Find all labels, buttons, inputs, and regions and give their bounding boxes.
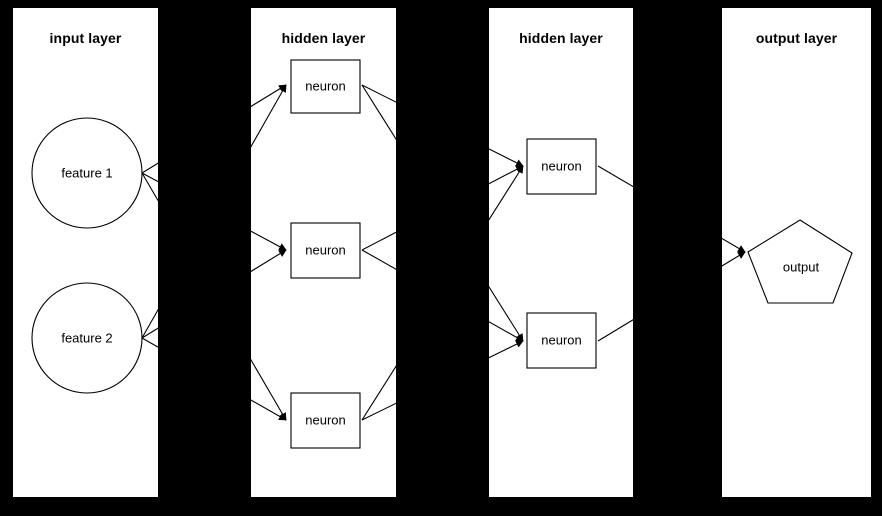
panel-hidden-layer-1: hidden layer <box>251 8 396 497</box>
panel-title-input-layer: input layer <box>49 30 122 46</box>
panel-title-hidden-layer-1: hidden layer <box>281 30 366 46</box>
panel-output-layer: output layer <box>722 8 871 497</box>
panel-title-hidden-layer-2: hidden layer <box>519 30 603 46</box>
panel-title-output-layer: output layer <box>755 30 838 46</box>
panel-input-layer: input layer <box>13 8 158 497</box>
panel-hidden-layer-2: hidden layer <box>489 8 633 497</box>
